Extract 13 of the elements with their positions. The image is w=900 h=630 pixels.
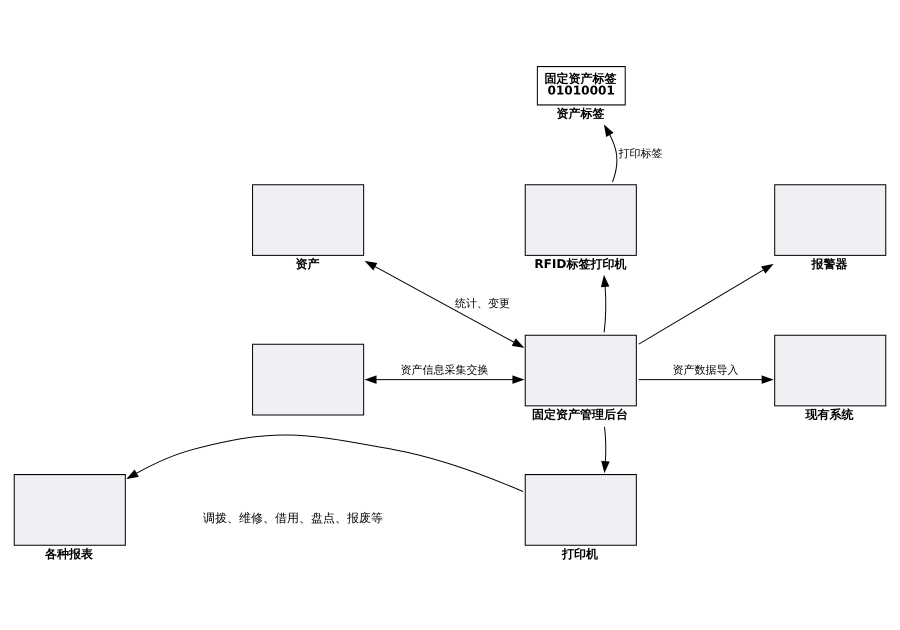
node-label: 报警器 bbox=[812, 257, 848, 272]
label: 调拨、维修、借用、盘点、报废等 bbox=[202, 511, 383, 526]
node-label: RFID标签打印机 bbox=[534, 257, 626, 272]
node-label: 打印机 bbox=[562, 546, 598, 561]
node-label: 固定资产管理后台 bbox=[532, 408, 628, 422]
node-label: 资产 bbox=[295, 257, 320, 272]
node-label: 现有系统 bbox=[805, 408, 854, 422]
edge-label: 资产数据导入 bbox=[672, 363, 739, 376]
edge-label: 打印标签 bbox=[618, 146, 662, 160]
node-label: 各种报表 bbox=[45, 546, 94, 561]
edge-label: 统计、变更 bbox=[454, 297, 510, 310]
node-label: 资产标签 bbox=[556, 106, 605, 121]
edge-label: 资产信息采集交换 bbox=[400, 363, 488, 376]
